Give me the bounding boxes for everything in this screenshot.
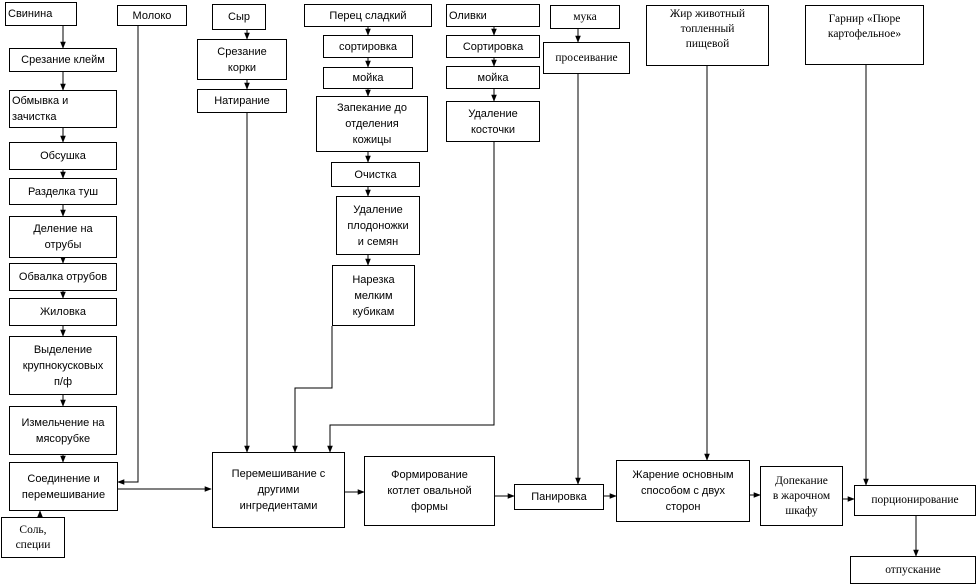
node-mincing: Измельчение на мясорубке (9, 406, 117, 455)
node-olives: Оливки (446, 4, 540, 27)
node-mix-other: Перемешивание с другими ингредиентами (212, 452, 345, 528)
node-rind-cut: Срезание корки (197, 39, 287, 80)
node-salt-spices: Соль, специи (1, 517, 65, 558)
node-breading: Панировка (514, 484, 604, 510)
node-wash-clean: Обмывка и зачистка (9, 90, 117, 128)
node-pepper-peel: Очистка (331, 162, 420, 187)
node-pork: Свинина (5, 2, 77, 26)
node-sweet-pepper: Перец сладкий (304, 4, 432, 27)
node-pepper-sort: сортировка (323, 35, 413, 58)
node-garnish: Гарнир «Пюре картофельное» (805, 5, 924, 65)
node-deboning: Обвалка отрубов (9, 263, 117, 291)
node-sifting: просеивание (543, 42, 630, 74)
node-fat: Жир животный топленный пищевой (646, 5, 769, 66)
node-division-cuts: Деление на отрубы (9, 216, 117, 258)
node-carcass-cutting: Разделка туш (9, 178, 117, 205)
node-olive-wash: мойка (446, 66, 540, 89)
node-milk: Молоко (117, 5, 187, 26)
node-trim-marks: Срезание клейм (9, 48, 117, 72)
node-olive-sort: Сортировка (446, 35, 540, 58)
node-olive-pit: Удаление косточки (446, 101, 540, 142)
node-pepper-wash: мойка (323, 67, 413, 89)
node-cheese: Сыр (212, 4, 266, 30)
node-oven-finish: Допекание в жарочном шкафу (760, 466, 843, 526)
node-trimming: Жиловка (9, 298, 117, 326)
node-frying: Жарение основным способом с двух сторон (616, 460, 750, 522)
node-drying: Обсушка (9, 142, 117, 170)
node-pepper-seed: Удаление плодоножки и семян (336, 196, 420, 255)
node-portioning: порционирование (854, 485, 976, 516)
arrow-milk-to-combine (117, 26, 139, 485)
node-flour: мука (550, 5, 620, 29)
arrow-pit-to-mix (327, 142, 495, 453)
node-pepper-bake: Запекание до отделения кожицы (316, 96, 428, 152)
node-combine-mix: Соединение и перемешивание (9, 462, 118, 511)
node-large-pieces: Выделение крупнокусковых п/ф (9, 336, 117, 395)
node-forming: Формирование котлет овальной формы (364, 456, 495, 526)
node-serving: отпускание (850, 556, 976, 584)
arrow-dice-to-mix (292, 326, 333, 453)
node-grating: Натирание (197, 89, 287, 113)
node-pepper-dice: Нарезка мелким кубикам (332, 265, 415, 326)
